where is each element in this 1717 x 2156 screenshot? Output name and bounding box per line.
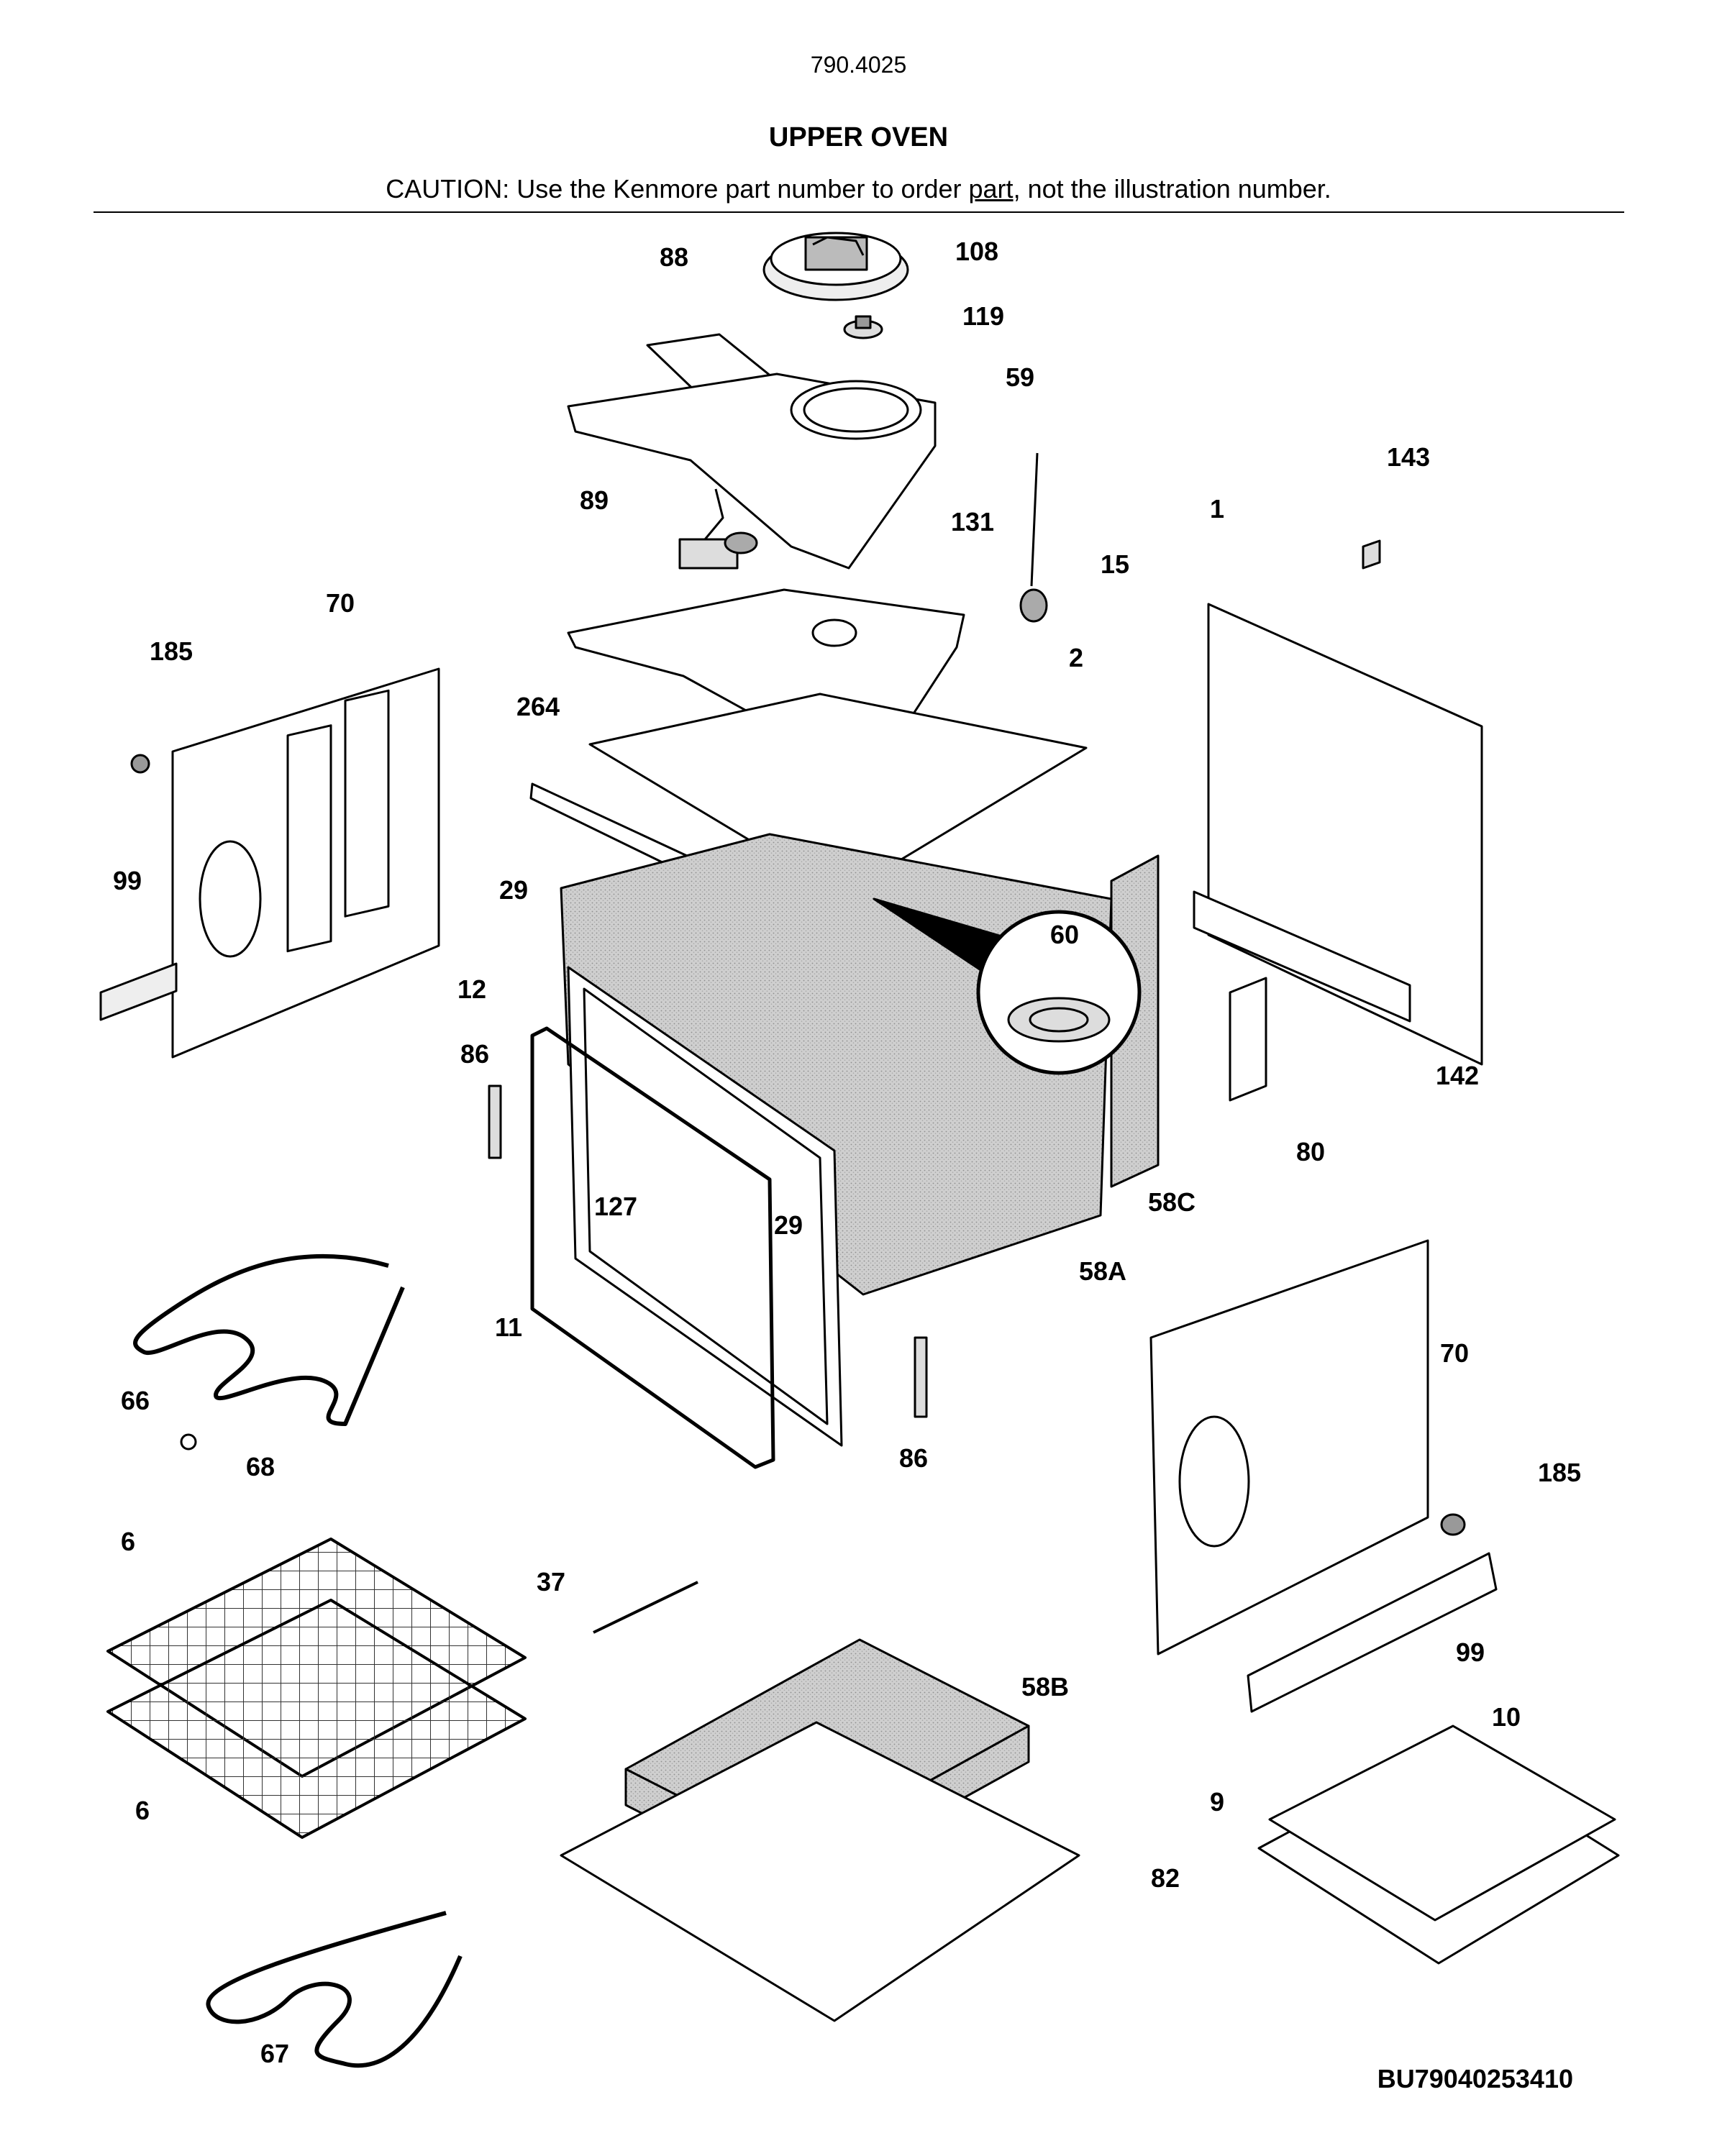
convection-sensor-bracket	[678, 488, 758, 570]
callout-label-15: 15	[1101, 549, 1129, 579]
element-clip	[180, 1433, 197, 1451]
callout-label-58A: 58A	[1079, 1256, 1126, 1286]
callout-label-185: 185	[1538, 1458, 1581, 1487]
callout-label-60: 60	[1050, 920, 1079, 949]
callout-label-58B: 58B	[1021, 1672, 1069, 1701]
bottom-trim-142	[1193, 890, 1411, 1023]
callout-label-86: 86	[460, 1039, 489, 1069]
bracket-143	[1362, 539, 1381, 570]
leveling-leg-left	[130, 754, 150, 774]
callout-label-142: 142	[1436, 1061, 1479, 1090]
callout-label-70: 70	[1440, 1338, 1469, 1368]
page-title: UPPER OVEN	[768, 122, 949, 152]
callout-label-143: 143	[1387, 442, 1430, 472]
callout-label-29: 29	[774, 1210, 803, 1240]
side-panel-right	[1149, 1239, 1429, 1655]
callout-label-264: 264	[516, 692, 560, 721]
callout-label-88: 88	[660, 242, 688, 272]
callout-label-127: 127	[594, 1192, 637, 1221]
doc-number: 790.4025	[810, 52, 907, 78]
temperature-sensor	[593, 1581, 698, 1634]
part-drawings	[99, 232, 1620, 2068]
callout-label-89: 89	[580, 485, 609, 515]
bake-element	[206, 1911, 463, 2068]
side-panel-left	[171, 667, 440, 1059]
broil-element	[133, 1253, 405, 1426]
header-divider	[94, 211, 1624, 213]
callout-label-119: 119	[962, 301, 1004, 331]
callout-label-67: 67	[260, 2039, 289, 2068]
bottom-tray	[560, 1721, 1080, 2022]
page-header: 790.4025 UPPER OVEN CAUTION: Use the Ken…	[0, 0, 1717, 216]
door-gasket	[530, 1026, 775, 1469]
rack-slide-left	[99, 962, 178, 1021]
oven-light	[1019, 452, 1048, 623]
callout-label-58C: 58C	[1148, 1187, 1195, 1217]
callout-label-66: 66	[121, 1386, 150, 1415]
callout-label-12: 12	[457, 974, 486, 1004]
fan-housing	[567, 373, 937, 570]
leveling-leg-right	[1440, 1513, 1466, 1536]
callout-label-185: 185	[150, 636, 193, 666]
caution-part-word: part	[968, 174, 1014, 204]
broiler-grid	[1268, 1725, 1616, 1922]
callout-label-99: 99	[113, 866, 142, 895]
callout-label-82: 82	[1151, 1863, 1180, 1893]
callout-label-108: 108	[955, 237, 998, 266]
callout-label-29: 29	[499, 875, 528, 905]
callout-label-9: 9	[1210, 1787, 1224, 1817]
callout-label-6: 6	[135, 1796, 150, 1825]
detail-magnifier	[873, 897, 1142, 1075]
hinge-receptacle-right	[914, 1336, 928, 1418]
drawing-id: BU79040253410	[1377, 2064, 1573, 2093]
mounting-bracket-80	[1229, 977, 1267, 1102]
callout-label-37: 37	[537, 1567, 565, 1597]
callout-label-10: 10	[1492, 1702, 1521, 1732]
caution-text-end: , not the illustration number.	[1013, 174, 1331, 204]
callout-label-59: 59	[1006, 362, 1034, 392]
callout-label-131: 131	[951, 507, 994, 536]
caution-note: CAUTION: Use the Kenmore part number to …	[0, 174, 1717, 204]
oven-racks	[106, 1538, 527, 1839]
caution-text: CAUTION: Use the Kenmore part number to …	[386, 174, 969, 204]
thermal-limiter	[843, 315, 883, 339]
hinge-receptacle-left	[488, 1084, 502, 1159]
rack-slide-right	[1247, 1552, 1498, 1713]
callout-label-6: 6	[121, 1527, 135, 1556]
callout-label-80: 80	[1296, 1137, 1325, 1166]
callout-label-68: 68	[246, 1452, 275, 1481]
callout-label-2: 2	[1069, 643, 1083, 672]
convection-fan-motor	[762, 232, 909, 301]
callout-label-86: 86	[899, 1443, 928, 1473]
callout-label-1: 1	[1210, 494, 1224, 524]
callout-label-99: 99	[1456, 1637, 1485, 1667]
callout-label-11: 11	[495, 1312, 522, 1342]
callout-label-70: 70	[326, 588, 355, 618]
